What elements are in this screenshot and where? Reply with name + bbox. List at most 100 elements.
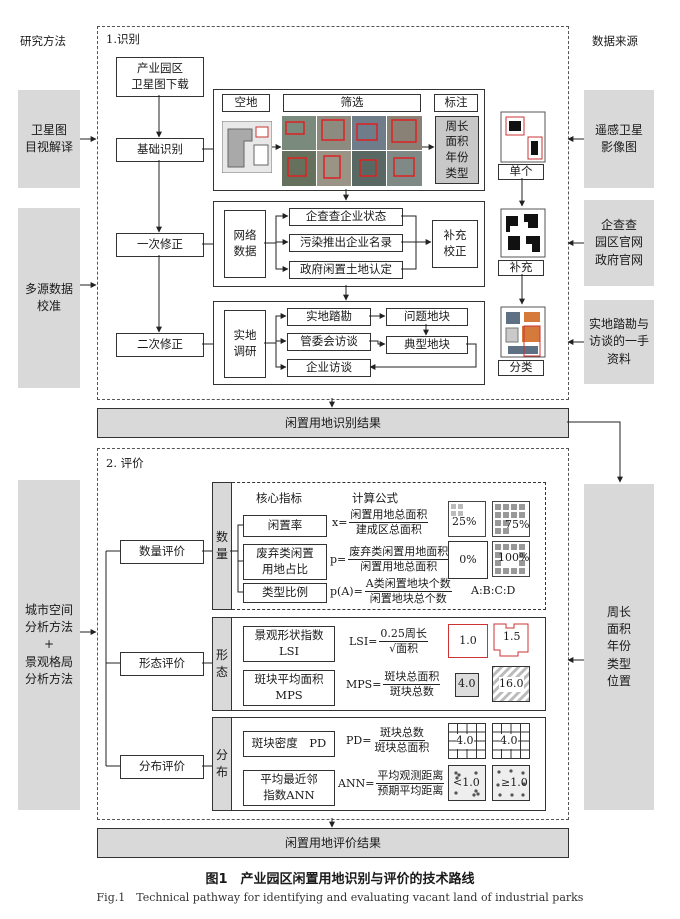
quantity-eval-box: 数量评价 xyxy=(120,540,204,564)
quantity-side: 数 量 xyxy=(212,482,232,610)
source-attributes: 周长 面积 年份 类型 位置 xyxy=(584,484,654,810)
evaluation-frame xyxy=(97,448,569,820)
rate-100-label: 100% xyxy=(498,551,530,564)
mark-label: 标注 xyxy=(434,94,478,112)
ann-numerator: 平均观测距离 xyxy=(376,769,445,784)
typical-plot-box: 典型地块 xyxy=(386,336,468,354)
mps-eq: MPS= xyxy=(346,677,382,691)
rate-25-label: 25% xyxy=(452,515,477,528)
form-side: 形 态 xyxy=(212,617,232,711)
lsi-10-box: 1.0 xyxy=(448,624,488,658)
type-ratio-formula: p(A)= A类闲置地块个数闲置地块总个数 xyxy=(330,577,454,606)
pd-denominator: 斑块总面积 xyxy=(374,740,430,754)
network-data-box: 网络 数据 xyxy=(224,210,266,278)
ann-lt1-label: <1.0 xyxy=(453,776,480,789)
pd-eq: PD= xyxy=(346,733,372,747)
identification-frame xyxy=(97,26,569,400)
form-eval-box: 形态评价 xyxy=(120,652,204,676)
evaluation-result: 闲置用地评价结果 xyxy=(97,828,569,858)
net-item-qichacha: 企查查企业状态 xyxy=(289,208,403,226)
download-box: 产业园区 卫星图下载 xyxy=(116,57,204,97)
classify-label: 分类 xyxy=(498,360,544,376)
type-ratio-value: A:B:C:D xyxy=(471,584,516,597)
method-visual: 卫星图 目视解译 xyxy=(18,90,80,188)
field-survey-box: 实地 调研 xyxy=(224,310,266,378)
mps-4-pattern xyxy=(455,673,479,697)
rate-25-pattern xyxy=(448,501,486,537)
vacancy-rate-box: 闲置率 xyxy=(243,515,327,537)
lsi-box: 景观形状指数 LSI xyxy=(243,626,335,662)
first-correction-box: 一次修正 xyxy=(116,233,204,257)
problem-plot-box: 问题地块 xyxy=(386,308,468,326)
method-multisource: 多源数据 校准 xyxy=(18,208,80,388)
mps-box: 斑块平均面积 MPS xyxy=(243,670,335,706)
lsi-denominator-text: 面积 xyxy=(396,641,419,655)
supplement-thumbnail xyxy=(500,208,546,258)
dist-eval-box: 分布评价 xyxy=(120,755,204,779)
formula-header: 计算公式 xyxy=(352,491,398,505)
mark-attributes: 周长 面积 年份 类型 xyxy=(435,116,479,184)
pd-a-label: 4.0 xyxy=(456,734,474,749)
vacant-sketch xyxy=(222,121,272,173)
pd-b-label: 4.0 xyxy=(500,734,518,749)
lsi-15-label: 1.5 xyxy=(503,630,521,643)
net-item-pollution: 污染推出企业名录 xyxy=(289,234,403,252)
vacancy-rate-formula: x= 闲置用地总面积建成区总面积 xyxy=(332,508,430,537)
rate-75-pattern xyxy=(492,501,530,537)
methods-header: 研究方法 xyxy=(20,34,66,48)
caption-chinese: 图1 产业园区闲置用地识别与评价的技术路线 xyxy=(205,872,475,887)
satellite-images xyxy=(282,116,422,186)
vr-numerator: 闲置用地总面积 xyxy=(349,508,429,523)
core-index-header: 核心指标 xyxy=(256,491,302,505)
rate-0-box: 0% xyxy=(448,541,488,579)
source-field: 实地踏勘与 访谈的一手 资料 xyxy=(584,300,654,384)
mps-16-label: 16.0 xyxy=(499,677,524,692)
source-remote: 遥感卫星 影像图 xyxy=(584,90,654,188)
ann-clustered-pattern xyxy=(448,765,486,801)
waste-ratio-formula: p= 废弃类闲置用地面积闲置用地总面积 xyxy=(330,545,451,574)
ann-dispersed-pattern xyxy=(492,765,530,801)
type-numerator: A类闲置地块个数 xyxy=(364,577,452,592)
type-ratio-box: 类型比例 xyxy=(243,583,327,603)
vacant-label: 空地 xyxy=(222,94,270,112)
lsi-denominator: √面积 xyxy=(389,641,419,655)
filter-label: 筛选 xyxy=(283,94,421,112)
method-spatial: 城市空间 分析方法 + 景观格局 分析方法 xyxy=(18,480,80,810)
second-correction-box: 二次修正 xyxy=(116,333,204,357)
supplement-correct-box: 补充 校正 xyxy=(432,220,478,268)
mps-denominator: 斑块总数 xyxy=(389,684,434,698)
survey-item-committee: 管委会访谈 xyxy=(287,333,371,351)
ann-eq: ANN= xyxy=(338,776,375,790)
vr-denominator: 建成区总面积 xyxy=(355,522,422,536)
mps-4-label: 4.0 xyxy=(458,677,476,690)
dist-side: 分 布 xyxy=(212,717,232,811)
ann-ge1-label: ≥1.0 xyxy=(501,776,528,789)
single-thumbnail xyxy=(500,111,546,163)
waste-denominator: 闲置用地总面积 xyxy=(360,559,438,573)
mps-numerator: 斑块总面积 xyxy=(383,670,441,685)
lsi-numerator: 0.25周长 xyxy=(379,627,428,642)
single-label: 单个 xyxy=(498,164,544,180)
ann-box: 平均最近邻 指数ANN xyxy=(243,770,335,806)
ann-formula: ANN= 平均观测距离预期平均距离 xyxy=(338,769,446,798)
pd-formula: PD= 斑块总数斑块总面积 xyxy=(346,726,432,755)
ann-denominator: 预期平均距离 xyxy=(377,783,444,797)
lsi-15-shape xyxy=(493,623,529,657)
sources-header: 数据来源 xyxy=(592,34,638,48)
rate-100-pattern xyxy=(492,541,530,577)
lsi-eq: LSI= xyxy=(349,634,378,648)
type-denominator: 闲置地块总个数 xyxy=(369,591,447,605)
survey-item-site: 实地踏勘 xyxy=(287,308,371,326)
mps-formula: MPS= 斑块总面积斑块总数 xyxy=(346,670,442,699)
source-qichacha: 企查查 园区官网 政府官网 xyxy=(584,200,654,286)
waste-ratio-box: 废弃类闲置 用地占比 xyxy=(243,544,327,580)
pd-box: 斑块密度 PD xyxy=(243,731,335,757)
net-item-government: 政府闲置土地认定 xyxy=(289,261,403,279)
rate-75-label: 75% xyxy=(505,518,530,531)
waste-eq: p= xyxy=(330,552,347,566)
caption-english: Fig.1 Technical pathway for identifying … xyxy=(96,891,584,904)
basic-identify-box: 基础识别 xyxy=(116,138,204,162)
vr-eq: x= xyxy=(332,515,348,529)
waste-numerator: 废弃类闲置用地面积 xyxy=(348,545,450,560)
